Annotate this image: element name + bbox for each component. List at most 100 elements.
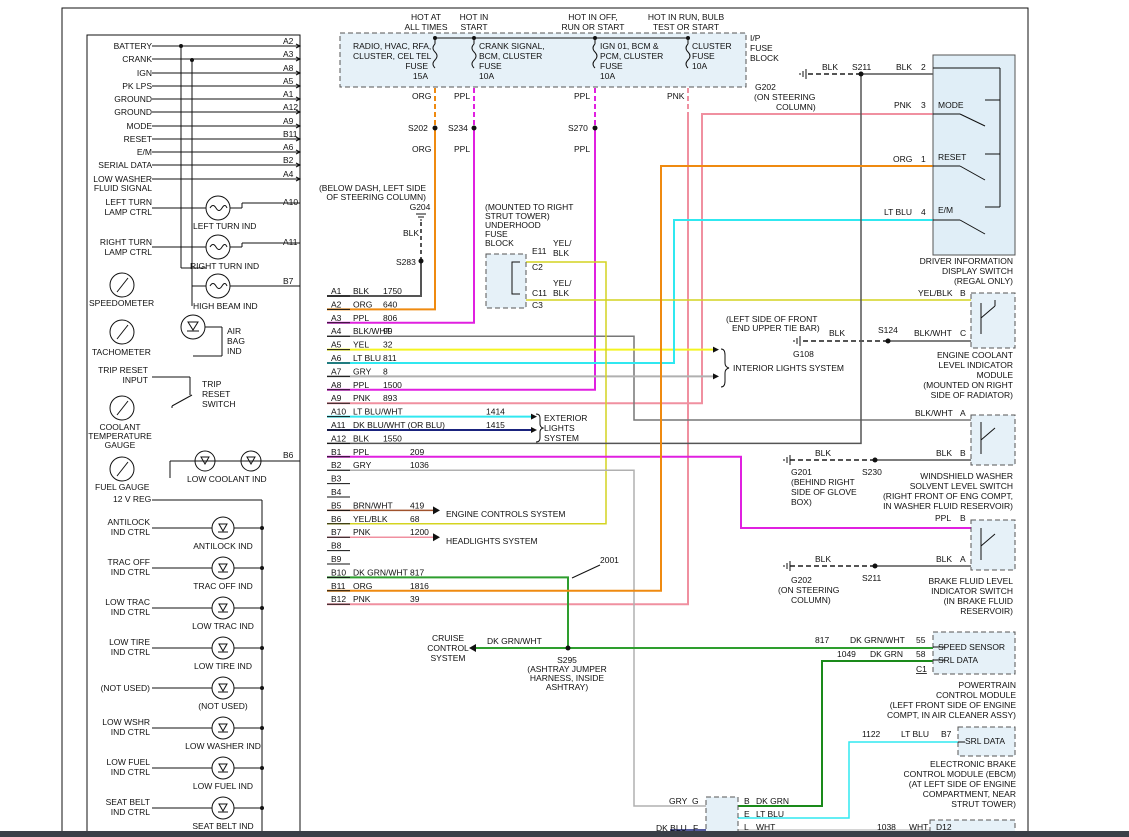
brake-pin-a: A bbox=[960, 554, 966, 564]
low-coolant-led-1-icon bbox=[194, 450, 216, 472]
dlc-wire-wht: WHT bbox=[756, 822, 775, 832]
hot-label-2a: HOT IN bbox=[460, 12, 489, 22]
fuse-text: 10A bbox=[479, 71, 494, 81]
cluster-pin-label: SERIAL DATA bbox=[98, 160, 152, 170]
low-coolant-led-2-icon bbox=[240, 450, 262, 472]
ip-fuse-block bbox=[339, 32, 747, 88]
g202-bottom-label: G202 bbox=[791, 575, 812, 585]
interior-lights-bracket bbox=[720, 348, 730, 388]
headlights-label: HEADLIGHTS SYSTEM bbox=[446, 536, 538, 546]
underhood-desc-5: BLOCK bbox=[485, 238, 514, 248]
connector-pin-label: B10 bbox=[331, 567, 346, 577]
indicator-ctrl-label: IND CTRL bbox=[111, 567, 150, 577]
g201-label: G201 bbox=[791, 467, 812, 477]
connector-wire-color: YEL bbox=[353, 340, 369, 350]
fuse-group: RADIO, HVAC, RFA,CLUSTER, CEL TELFUSE15A… bbox=[353, 36, 732, 81]
cluster-pin-label: GROUND bbox=[114, 94, 152, 104]
cluster-pin-code: A8 bbox=[283, 63, 294, 73]
trip-reset-input-label-1: TRIP RESET bbox=[98, 365, 148, 375]
exterior-lights-label-2: LIGHTS bbox=[544, 423, 575, 433]
s211-bottom-label: S211 bbox=[862, 573, 881, 583]
coolant-wire-blk: BLK bbox=[829, 328, 845, 338]
cluster-pin-code: A12 bbox=[283, 102, 298, 112]
ebcm-title-3: (AT LEFT SIDE OF ENGINE bbox=[909, 779, 1017, 789]
dis-title-3: (REGAL ONLY) bbox=[954, 276, 1013, 286]
g108-loc-1: (LEFT SIDE OF FRONT bbox=[726, 314, 817, 324]
g108-loc-2: END UPPER TIE BAR) bbox=[732, 323, 820, 333]
washer-pin-a: A bbox=[960, 408, 966, 418]
low-coolant-pin: B6 bbox=[283, 450, 294, 460]
connector-wire-color: YEL/BLK bbox=[353, 514, 388, 524]
coolant-title-5: SIDE OF RADIATOR) bbox=[931, 390, 1014, 400]
fuse-element-icon bbox=[432, 43, 438, 69]
cruise-label-2: CONTROL bbox=[427, 643, 469, 653]
g202-top-ground-icon bbox=[799, 69, 807, 79]
pcm-srl-data: SRL DATA bbox=[938, 655, 978, 665]
connector-circuit-number: 8 bbox=[383, 366, 388, 376]
indicator-ctrl-label: IND CTRL bbox=[111, 607, 150, 617]
dis-title-2: DISPLAY SWITCH bbox=[942, 266, 1013, 276]
ebcm-srl: SRL DATA bbox=[965, 736, 1005, 746]
washer-title-2: SOLVENT LEVEL SWITCH bbox=[910, 481, 1013, 491]
ebcm-title-2: CONTROL MODULE (EBCM) bbox=[903, 769, 1016, 779]
underhood-desc-2: STRUT TOWER) bbox=[485, 211, 550, 221]
connector-pin-label: A6 bbox=[331, 353, 342, 363]
fuse-text: FUSE bbox=[405, 61, 428, 71]
brake-fluid-level-switch bbox=[970, 519, 1016, 571]
cluster-pin-code: A9 bbox=[283, 116, 294, 126]
exterior-lights-label-1: EXTERIOR bbox=[544, 413, 587, 423]
s230-label: S230 bbox=[862, 467, 882, 477]
coolant-gauge-icon bbox=[109, 395, 135, 421]
connector-circuit-number: 1750 bbox=[383, 286, 402, 296]
left-turn-ctrl-label-1: LEFT TURN bbox=[106, 197, 152, 207]
dis-wire-blk-b: BLK bbox=[896, 62, 912, 72]
indicator-ctrl-label: LOW WSHR bbox=[102, 717, 150, 727]
s295-label-3: HARNESS, INSIDE bbox=[530, 673, 604, 683]
airbag-led-icon bbox=[180, 314, 206, 340]
washer-title-1: WINDSHIELD WASHER bbox=[920, 471, 1013, 481]
cluster-pin-code: A5 bbox=[283, 76, 294, 86]
connector-circuit-number: 1550 bbox=[383, 433, 402, 443]
connector-circuit-number: 811 bbox=[383, 353, 397, 363]
brake-title-3: (IN BRAKE FLUID bbox=[944, 596, 1013, 606]
cluster-pin-code: A3 bbox=[283, 49, 294, 59]
indicator-ctrl-label: IND CTRL bbox=[111, 807, 150, 817]
g204-wire-blk: BLK bbox=[403, 228, 419, 238]
fuse-text: CRANK SIGNAL, bbox=[479, 41, 545, 51]
washer-switch-icon bbox=[980, 422, 996, 454]
dlc-wire-gry: GRY bbox=[669, 796, 688, 806]
s202-label: S202 bbox=[408, 123, 428, 133]
g202-top-loc-2: COLUMN) bbox=[776, 102, 816, 112]
circuit-2001-label: 2001 bbox=[600, 555, 619, 565]
washer-solvent-level-switch bbox=[970, 414, 1016, 466]
ip-fuse-block-label-2: FUSE bbox=[750, 43, 773, 53]
g204-loc-2: OF STEERING COLUMN) bbox=[326, 192, 426, 202]
indicator-ctrl-label: IND CTRL bbox=[111, 527, 150, 537]
fuse1-wire-org-b: ORG bbox=[412, 144, 431, 154]
indicator-ctrl-label: IND CTRL bbox=[111, 727, 150, 737]
brake-wire-blk: BLK bbox=[936, 554, 952, 564]
connector-pin-label: B2 bbox=[331, 460, 342, 470]
indicator-ctrl-label: IND CTRL bbox=[111, 647, 150, 657]
fuel-gauge-icon bbox=[109, 456, 135, 482]
indicator-label: LOW FUEL IND bbox=[193, 781, 253, 791]
low-coolant-ind-label: LOW COOLANT IND bbox=[187, 474, 267, 484]
underhood-c11: C11 bbox=[532, 288, 547, 298]
dis-reset: RESET bbox=[938, 152, 966, 162]
coolant-gauge-label-1: COOLANT bbox=[99, 422, 140, 432]
connector-pin-label: A1 bbox=[331, 286, 342, 296]
dlc-circuit: 1038 bbox=[877, 822, 896, 832]
coolant-title-1: ENGINE COOLANT bbox=[937, 350, 1013, 360]
indicator-label: ANTILOCK IND bbox=[193, 541, 253, 551]
dlc-d12: D12 bbox=[936, 822, 952, 832]
fuel-gauge-label: FUEL GAUGE bbox=[95, 482, 150, 492]
pcm-wire-1: DK GRN/WHT bbox=[850, 635, 905, 645]
connector-circuit-number: 99 bbox=[383, 326, 393, 336]
indicator-led-icon bbox=[211, 676, 235, 700]
brake-pin-b: B bbox=[960, 513, 966, 523]
connector-circuit-number: 1415 bbox=[486, 420, 505, 430]
dis-pin-1: 1 bbox=[921, 154, 926, 164]
ebcm-title-1: ELECTRONIC BRAKE bbox=[930, 759, 1016, 769]
dlc-pin-l: L bbox=[744, 822, 749, 832]
